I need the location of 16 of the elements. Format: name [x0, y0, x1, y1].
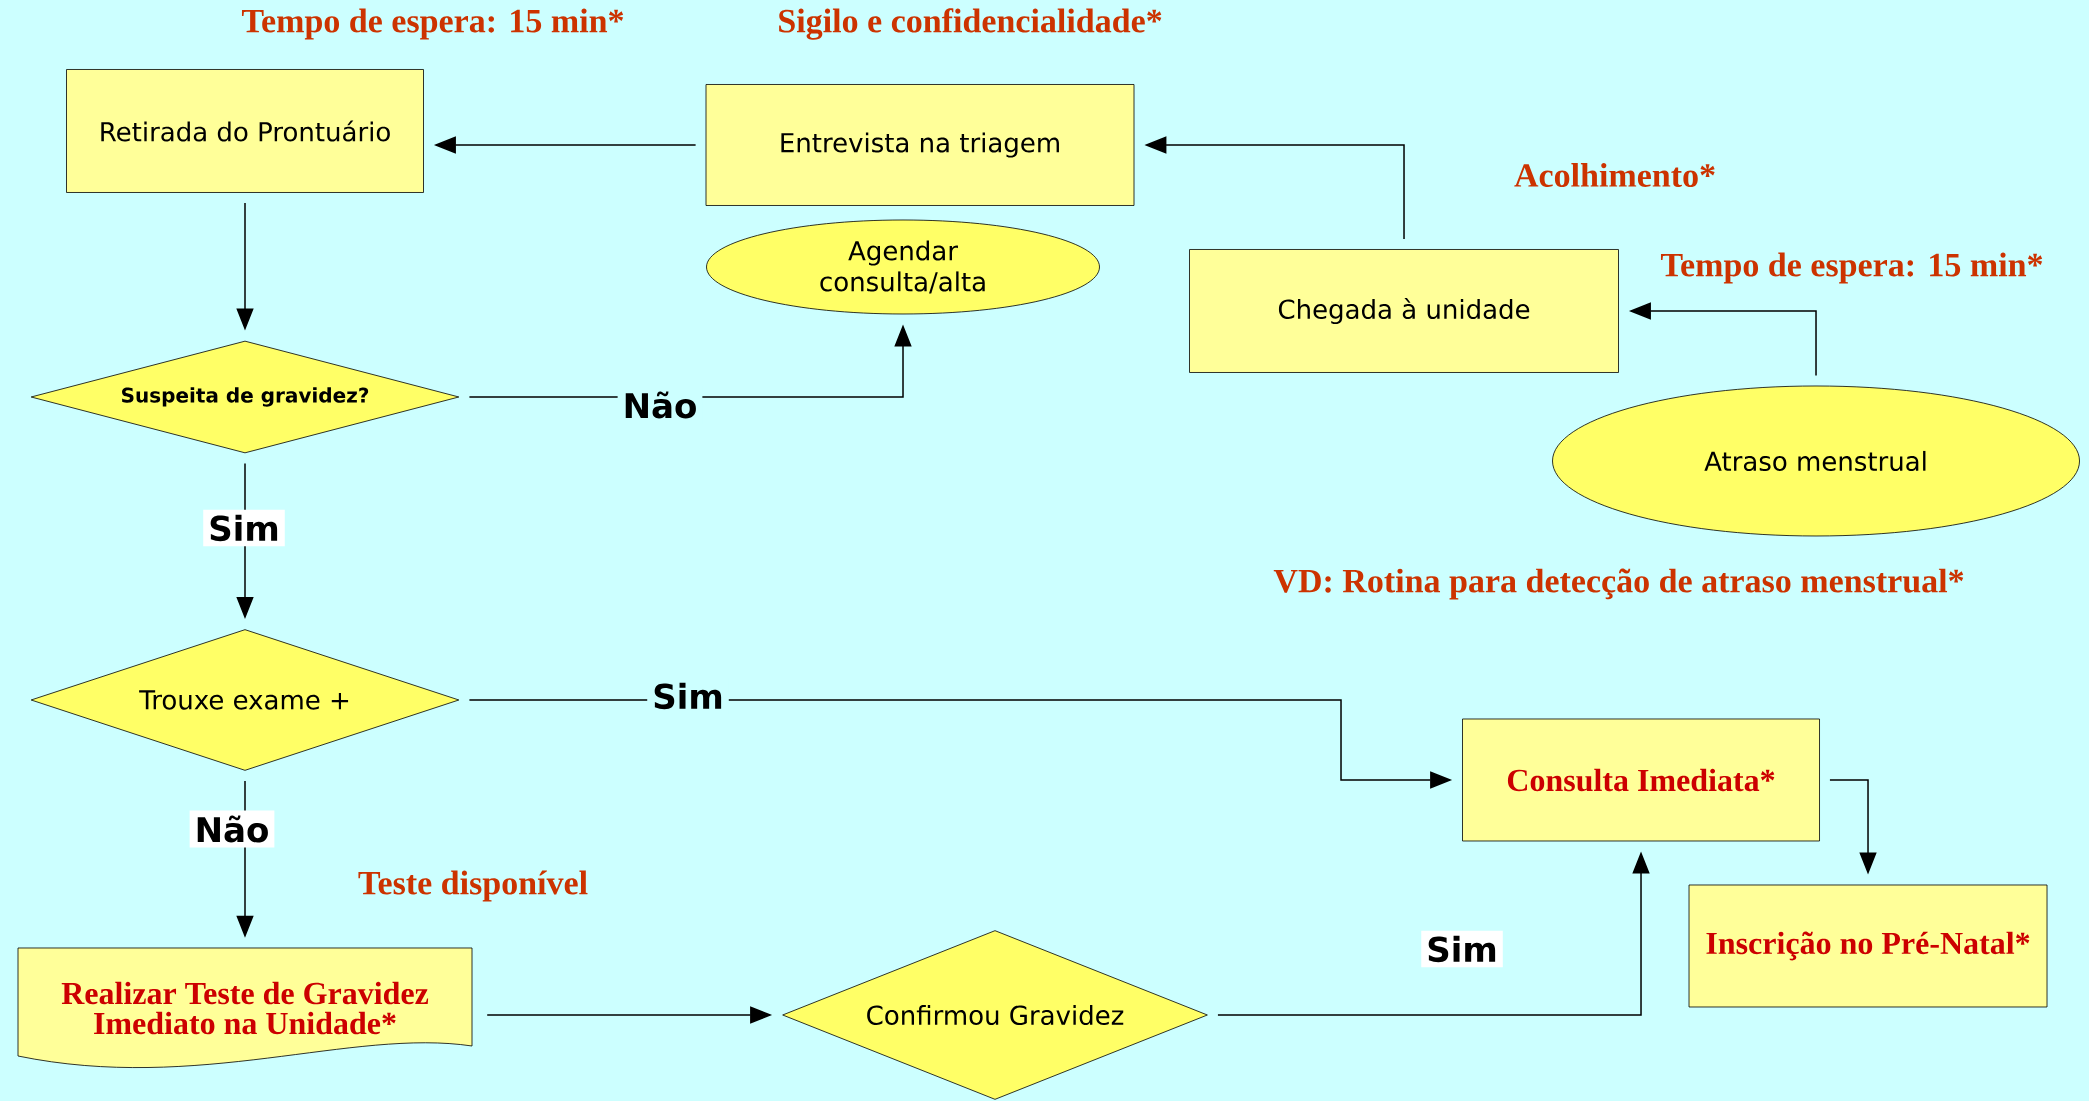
note-text: Teste disponível	[358, 870, 588, 902]
note-text: Tempo de espera: 15 min*	[1661, 252, 2043, 284]
process-box: Inscrição no Pré-Natal*	[1688, 884, 2048, 1008]
process-box: Entrevista na triagem	[705, 84, 1135, 206]
edge-label: Não	[189, 810, 275, 848]
edge-label: Não	[617, 386, 703, 424]
note-text: Sigilo e confidencialidade*	[779, 8, 1162, 40]
process-box: Retirada do Prontuário	[66, 69, 424, 193]
note-text: VD: Rotina para detecção de atraso menstrual*	[1273, 568, 1964, 600]
edge-label: Sim	[203, 509, 285, 547]
note-text: Tempo de espera: 15 min*	[241, 8, 624, 40]
note-text: Acolhimento*	[1514, 163, 1715, 187]
process-box: Consulta Imediata*	[1462, 718, 1820, 842]
edge-label: Sim	[647, 677, 729, 715]
edge-label: Sim	[1421, 930, 1503, 968]
process-box: Chegada à unidade	[1189, 249, 1619, 373]
